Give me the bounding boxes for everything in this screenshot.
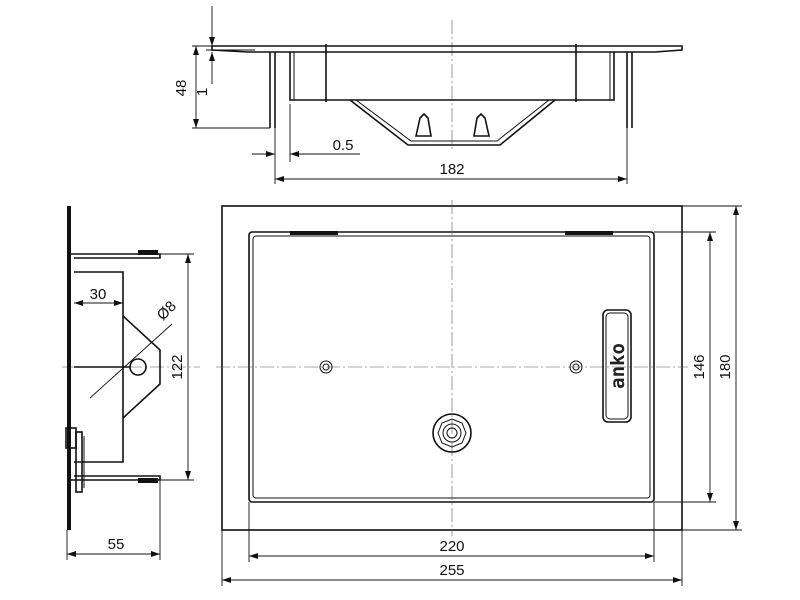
- dim-182-label: 182: [439, 161, 464, 178]
- front-view-door-inner: [252, 235, 651, 499]
- dim-146-label: 146: [691, 354, 708, 379]
- side-view-lock-bracket: [122, 315, 161, 419]
- top-view-cam-right: [473, 112, 490, 137]
- side-view-hinge-bottom: [138, 478, 158, 483]
- side-view-frame-bottom: [71, 475, 161, 481]
- dim-o8-leader: [89, 323, 173, 399]
- top-view-lock-bracket: [349, 99, 556, 146]
- dim-55-label: 55: [108, 536, 125, 553]
- side-view: 30 Ø8 122 55: [62, 206, 200, 560]
- dim-122-label: 122: [169, 354, 186, 379]
- front-view-hinge-right: [565, 231, 613, 235]
- dim-o8-label: Ø8: [154, 298, 180, 324]
- rivet-right-icon: [569, 360, 583, 374]
- top-view-door-box: [289, 52, 615, 101]
- dim-1-label: 1: [194, 88, 211, 96]
- side-view-hinge-top: [138, 250, 158, 255]
- side-view-lock-shaft: [75, 431, 83, 493]
- logo-text: anko: [607, 343, 629, 389]
- brand-logo: anko: [602, 309, 632, 423]
- rivet-left-icon: [319, 360, 333, 374]
- top-view-lock-bracket-inner: [355, 99, 550, 142]
- top-view-flange: [211, 45, 683, 53]
- dim-180-label: 180: [717, 354, 734, 379]
- top-view-cam-left: [415, 112, 432, 137]
- dim-255-label: 255: [439, 562, 464, 579]
- front-view-hinge-left: [290, 231, 338, 235]
- dim-220-label: 220: [439, 538, 464, 555]
- dim-30-label: 30: [90, 286, 107, 303]
- dim-0-5-label: 0.5: [333, 137, 354, 154]
- dim-48-label: 48: [173, 80, 190, 97]
- top-view: 48 1 0.5 182: [173, 6, 683, 184]
- front-view: anko 146 180 220 255: [216, 200, 742, 586]
- side-view-flange: [67, 206, 71, 530]
- side-view-frame-top: [71, 253, 161, 259]
- lock-icon: [432, 413, 472, 453]
